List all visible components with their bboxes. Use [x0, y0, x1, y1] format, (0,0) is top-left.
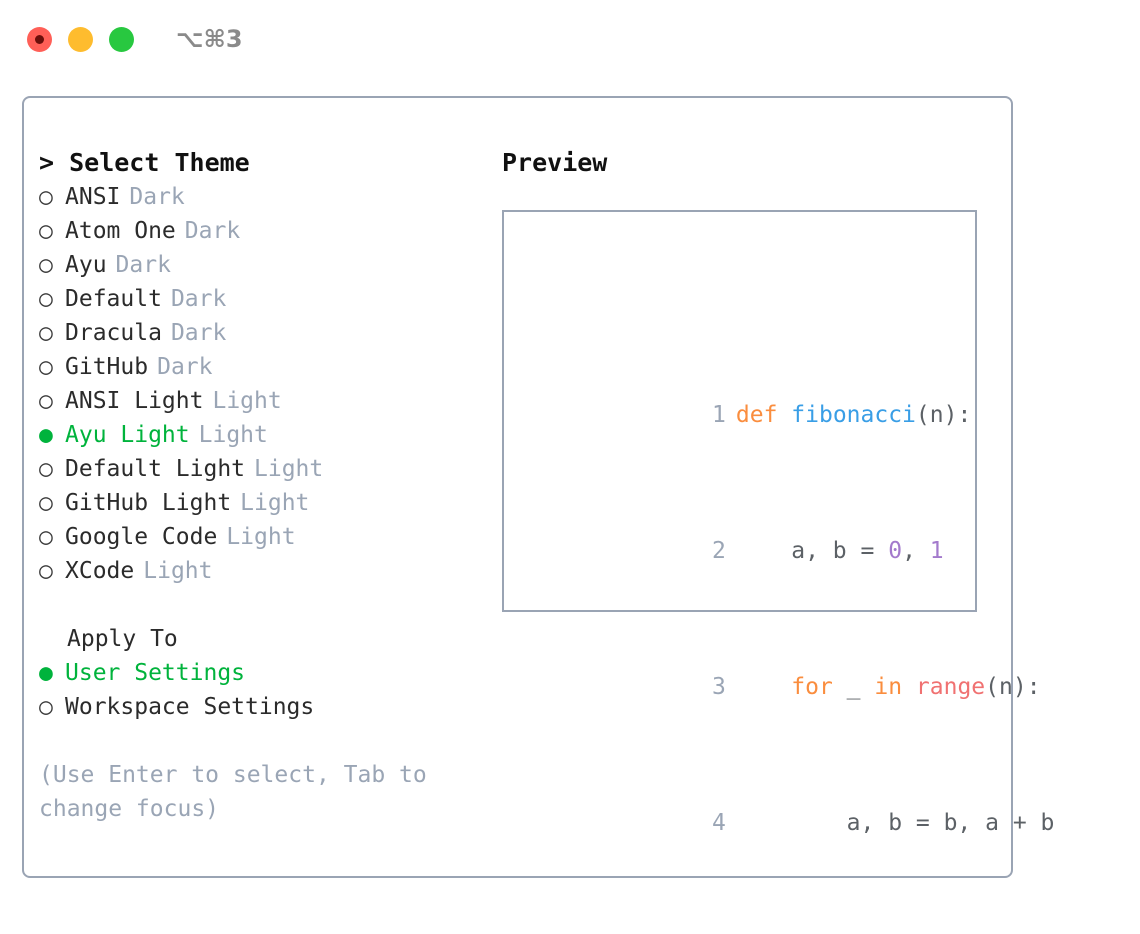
theme-name: Default [65, 286, 162, 312]
theme-option-xcode[interactable]: ○ XCode Light [39, 554, 489, 588]
radio-icon: ○ [39, 388, 53, 414]
radio-icon: ○ [39, 218, 53, 244]
code-line: 4 a, b = b, a + b [518, 772, 1082, 836]
code-token: range [915, 674, 986, 700]
radio-icon-selected: ● [39, 660, 53, 686]
theme-name: Atom One [65, 218, 176, 244]
traffic-lights [27, 26, 134, 52]
radio-icon: ○ [39, 184, 53, 210]
theme-name: GitHub Light [65, 490, 232, 516]
theme-kind: Dark [115, 252, 171, 278]
line-number: 1 [712, 402, 726, 428]
theme-kind: Dark [170, 320, 227, 346]
theme-name: Google Code [65, 524, 218, 550]
theme-name: Ayu Light [65, 422, 190, 448]
theme-option-dracula[interactable]: ○ Dracula Dark [39, 316, 489, 350]
window-titlebar: ⌥⌘3 [0, 0, 1140, 78]
code-line: 1 def fibonacci(n): [518, 364, 1082, 428]
theme-option-ansi-light[interactable]: ○ ANSI Light Light [39, 384, 489, 418]
code-line: 5 return a [518, 908, 1082, 934]
theme-option-default-light[interactable]: ○ Default Light Light [39, 452, 489, 486]
theme-kind: Light [226, 524, 296, 550]
theme-kind: Dark [157, 354, 213, 380]
line-number: 2 [712, 538, 726, 564]
keyboard-hint-text: (Use Enter to select, Tab to change focu… [39, 762, 427, 822]
code-token [777, 402, 791, 428]
code-token: 0 [888, 538, 903, 564]
code-token: , [902, 538, 930, 564]
theme-selector-panel: > Select Theme ○ ANSI Dark ○ Atom One Da… [22, 96, 1054, 878]
code-token: (n): [985, 674, 1041, 700]
theme-kind: Light [212, 388, 282, 414]
theme-kind: Light [254, 456, 324, 482]
theme-list-column: > Select Theme ○ ANSI Dark ○ Atom One Da… [39, 146, 489, 826]
minimize-button[interactable] [68, 26, 93, 52]
line-number: 4 [712, 810, 726, 836]
theme-option-github[interactable]: ○ GitHub Dark [39, 350, 489, 384]
code-line: 2 a, b = 0, 1 [518, 500, 1082, 564]
radio-icon: ○ [39, 354, 53, 380]
preview-header: Preview [502, 148, 608, 177]
radio-icon: ○ [39, 694, 53, 720]
theme-kind: Dark [170, 286, 227, 312]
code-token [902, 674, 916, 700]
theme-option-ayu[interactable]: ○ Ayu Dark [39, 248, 489, 282]
theme-option-default[interactable]: ○ Default Dark [39, 282, 489, 316]
theme-options-list: ○ ANSI Dark ○ Atom One Dark ○ Ayu Dark [39, 180, 489, 588]
theme-name: ANSI [65, 184, 121, 210]
apply-to-option-workspace-settings[interactable]: ○ Workspace Settings [39, 690, 489, 724]
apply-to-header: Apply To [67, 626, 178, 652]
theme-kind: Light [198, 422, 268, 448]
radio-icon-selected: ● [39, 422, 53, 448]
close-button[interactable] [27, 26, 52, 52]
list-gap [39, 588, 489, 622]
code-token: (n): [915, 402, 972, 428]
theme-option-ansi[interactable]: ○ ANSI Dark [39, 180, 489, 214]
theme-kind: Light [240, 490, 310, 516]
theme-name: Dracula [65, 320, 162, 346]
maximize-button[interactable] [109, 26, 134, 52]
radio-icon: ○ [39, 456, 53, 482]
apply-to-options: ● User Settings ○ Workspace Settings [39, 656, 489, 724]
theme-kind: Light [143, 558, 213, 584]
theme-name: Ayu [65, 252, 107, 278]
apply-to-name: Workspace Settings [65, 694, 315, 720]
radio-icon: ○ [39, 252, 53, 278]
theme-name: Default Light [65, 456, 246, 482]
theme-option-github-light[interactable]: ○ GitHub Light Light [39, 486, 489, 520]
select-theme-header: > Select Theme [39, 148, 250, 177]
theme-name: GitHub [65, 354, 149, 380]
radio-icon: ○ [39, 558, 53, 584]
code-line: 3 for _ in range(n): [518, 636, 1082, 700]
theme-option-atom-one[interactable]: ○ Atom One Dark [39, 214, 489, 248]
radio-icon: ○ [39, 286, 53, 312]
code-token: in [874, 674, 903, 700]
theme-option-ayu-light[interactable]: ● Ayu Light Light [39, 418, 489, 452]
code-token: fibonacci [791, 402, 916, 428]
theme-option-google-code[interactable]: ○ Google Code Light [39, 520, 489, 554]
shortcut-label: ⌥⌘3 [176, 25, 243, 53]
apply-to-option-user-settings[interactable]: ● User Settings [39, 656, 489, 690]
theme-name: ANSI Light [65, 388, 204, 414]
theme-kind: Dark [184, 218, 241, 244]
line-number: 3 [712, 674, 726, 700]
code-token [736, 674, 791, 700]
theme-kind: Dark [129, 184, 185, 210]
radio-icon: ○ [39, 320, 53, 346]
code-token: for [791, 674, 833, 700]
code-token: _ [832, 674, 875, 700]
radio-icon: ○ [39, 490, 53, 516]
apply-to-name: User Settings [65, 660, 246, 686]
radio-icon: ○ [39, 524, 53, 550]
code-token: 1 [929, 538, 944, 564]
code-token: a, b = b, a + b [735, 810, 1055, 836]
theme-name: XCode [65, 558, 135, 584]
code-token: a, b = [735, 538, 889, 564]
code-token: def [735, 402, 778, 428]
